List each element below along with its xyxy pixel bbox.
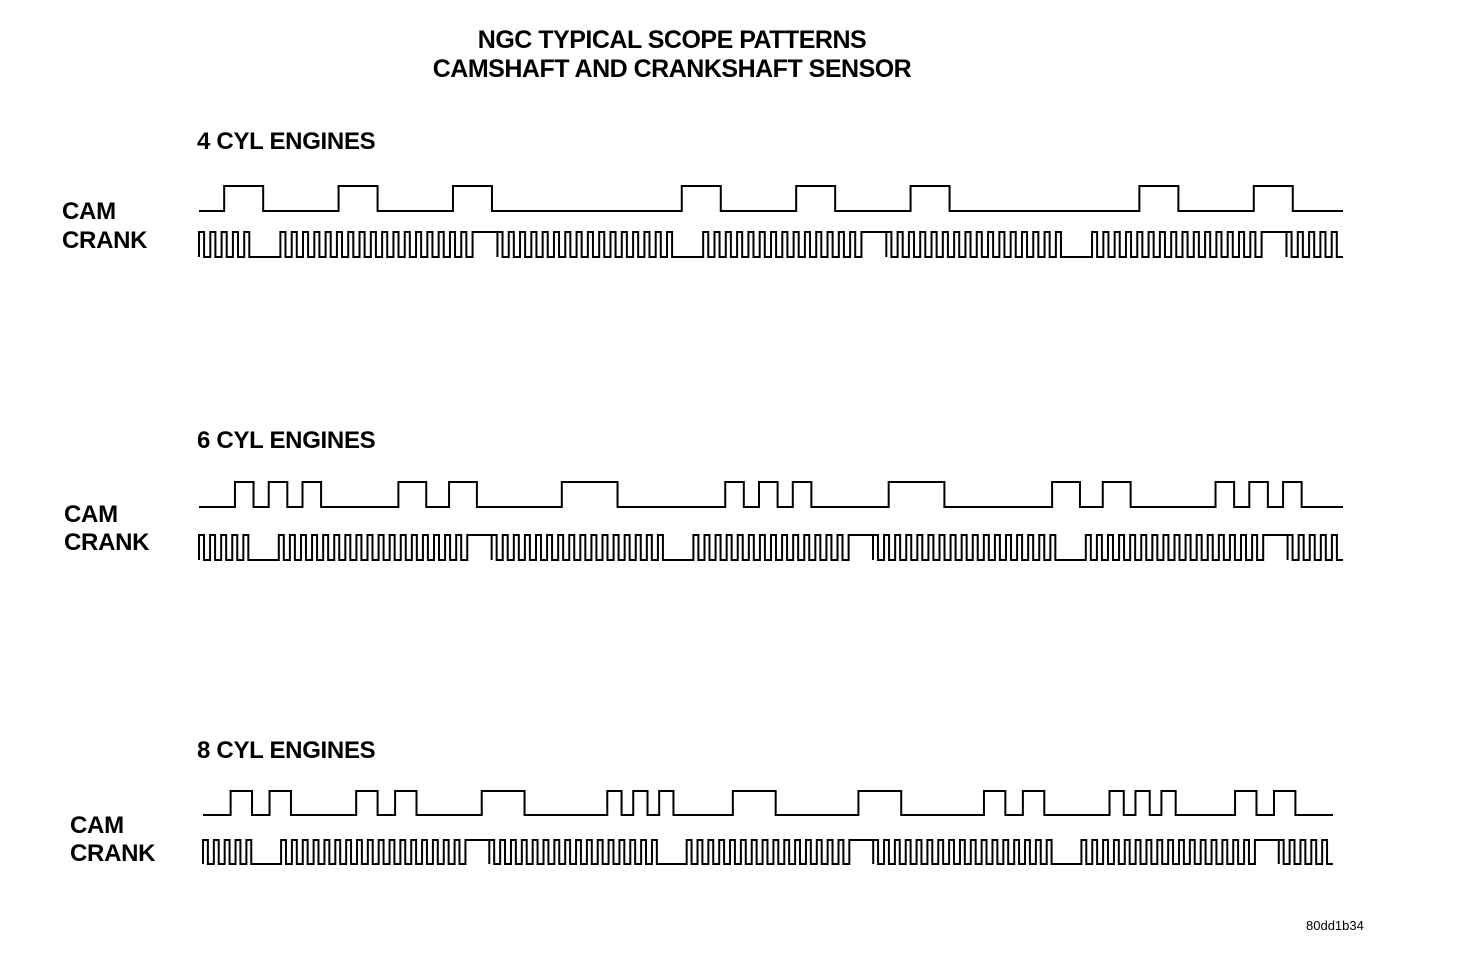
crank-waveform-8cyl	[202, 839, 1333, 865]
crank-label-4cyl: CRANK	[62, 227, 148, 254]
section-heading-6cyl: 6 CYL ENGINES	[197, 427, 376, 454]
cam-waveform-4cyl	[199, 185, 1343, 212]
crank-waveform-4cyl	[198, 231, 1343, 258]
cam-label-4cyl: CAM	[62, 198, 116, 225]
figure-id: 80dd1b34	[1306, 918, 1364, 933]
crank-label-6cyl: CRANK	[64, 529, 150, 556]
section-heading-8cyl: 8 CYL ENGINES	[197, 737, 376, 764]
crank-label-8cyl: CRANK	[70, 840, 156, 867]
cam-waveform-6cyl	[199, 481, 1343, 508]
cam-label-6cyl: CAM	[64, 501, 118, 528]
section-heading-4cyl: 4 CYL ENGINES	[197, 128, 376, 155]
crank-waveform-6cyl	[198, 534, 1343, 561]
cam-label-8cyl: CAM	[70, 812, 124, 839]
diagram-title-line1: NGC TYPICAL SCOPE PATTERNS	[477, 26, 867, 54]
diagram-title-line2: CAMSHAFT AND CRANKSHAFT SENSOR	[432, 55, 912, 83]
cam-waveform-8cyl	[203, 790, 1333, 816]
